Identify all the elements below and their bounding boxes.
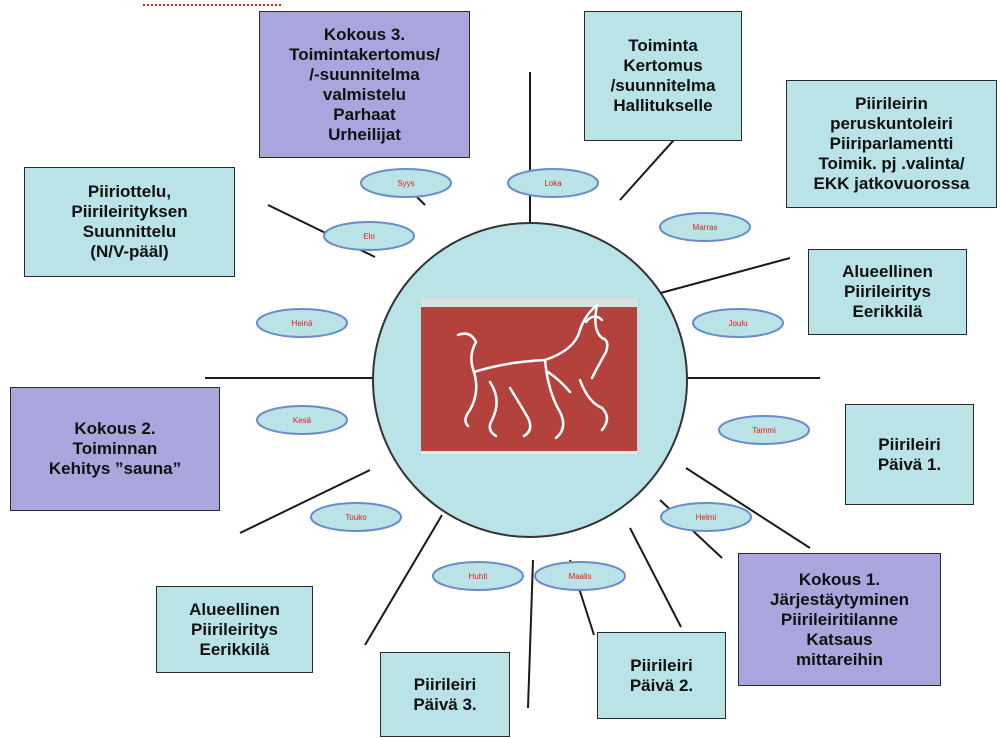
month-elo: Elo xyxy=(363,232,375,241)
box-alueellinen-piirileiritys-right: Alueellinen Piirileiritys Eerikkilä xyxy=(808,249,967,335)
spoke-9 xyxy=(239,469,371,534)
month-loka: Loka xyxy=(544,179,562,188)
box-kokous-2: Kokous 2. Toiminnan Kehitys ”sauna” xyxy=(10,387,220,511)
month-tammi: Tammi xyxy=(752,426,776,435)
box-piirileiri-paiva-3: Piirileiri Päivä 3. xyxy=(380,652,510,737)
box-toiminta-kertomus: Toiminta Kertomus /suunnitelma Hallituks… xyxy=(584,11,742,141)
spoke-4 xyxy=(641,257,791,299)
cat-icon xyxy=(456,303,609,440)
month-marras: Marras xyxy=(693,223,718,232)
spoke-7 xyxy=(629,527,682,628)
month-helmi: Helmi xyxy=(696,513,717,522)
red-dotted-mark xyxy=(143,0,281,6)
month-heina: Heinä xyxy=(292,319,313,328)
month-ellipses xyxy=(256,168,810,591)
month-joulu: Joulu xyxy=(728,319,747,328)
month-huhti: Huhti xyxy=(469,572,488,581)
box-kokous-1: Kokous 1. Järjestäytyminen Piirileiritil… xyxy=(738,553,941,686)
cat-logo xyxy=(421,298,637,454)
month-maalis: Maalis xyxy=(568,572,591,581)
spoke-10 xyxy=(364,514,443,646)
spoke-11 xyxy=(527,559,534,709)
box-piiriottelu: Piiriottelu, Piirileirityksen Suunnittel… xyxy=(24,167,235,277)
box-piirileirin-peruskuntoleiri: Piirileirin peruskuntoleiri Piiriparlame… xyxy=(786,80,997,208)
spoke-5 xyxy=(685,467,811,549)
month-labels: Syys Loka Marras Elo Joulu Heinä Kesä Ta… xyxy=(292,179,776,581)
box-kokous-3: Kokous 3. Toimintakertomus/ /-suunnitelm… xyxy=(259,11,470,158)
month-touko: Touko xyxy=(345,513,367,522)
month-syys: Syys xyxy=(397,179,414,188)
box-alueellinen-piirileiritys-left: Alueellinen Piirileiritys Eerikkilä xyxy=(156,586,313,673)
box-piirileiri-paiva-2: Piirileiri Päivä 2. xyxy=(597,632,726,719)
month-kesa: Kesä xyxy=(293,416,312,425)
box-piirileiri-paiva-1: Piirileiri Päivä 1. xyxy=(845,404,974,505)
